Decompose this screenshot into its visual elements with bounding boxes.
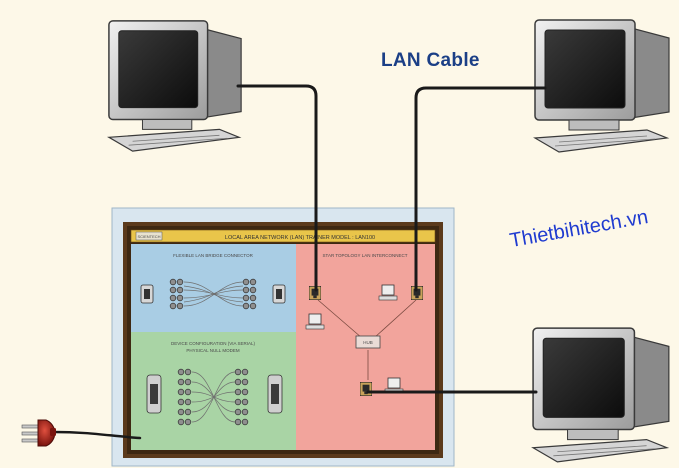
hub-icon bbox=[355, 335, 381, 349]
monitor-icon bbox=[108, 20, 242, 152]
panel-top-left bbox=[131, 244, 296, 332]
monitor-icon bbox=[534, 19, 670, 153]
trainer-title: LOCAL AREA NETWORK (LAN) TRAINER MODEL :… bbox=[225, 235, 375, 241]
brand-badge bbox=[135, 231, 163, 241]
bridge-connector bbox=[140, 278, 286, 310]
monitor-icon bbox=[532, 327, 670, 463]
power-plug-icon bbox=[21, 419, 142, 447]
computer-icon bbox=[378, 284, 398, 301]
lan-cable-label: LAN Cable bbox=[381, 50, 480, 71]
lan-trainer-board: SCIENTECH LOCAL AREA NETWORK (LAN) TRAIN… bbox=[111, 207, 455, 467]
serial-null-modem bbox=[146, 368, 283, 426]
lan-cable-right bbox=[414, 86, 547, 292]
lan-cables bbox=[236, 84, 547, 394]
brand-badge-label: SCIENTECH bbox=[137, 234, 160, 239]
panel-top-left-title: FLEXIBLE LAN BRIDGE CONNECTOR bbox=[173, 253, 253, 258]
panel-right-title: STAR TOPOLOGY LAN INTERCONNECT bbox=[323, 253, 408, 258]
rj45-port-icon bbox=[360, 382, 372, 396]
computer-icon bbox=[305, 313, 325, 330]
panel-bottom-left-title-1: DEVICE CONFIGURATION (VIA SERIAL) bbox=[171, 341, 255, 346]
panel-bottom-left-title-2: PHYSICAL NULL MODEM bbox=[186, 348, 239, 353]
hub-label: HUB bbox=[363, 340, 373, 345]
lan-cable-left bbox=[236, 84, 318, 292]
